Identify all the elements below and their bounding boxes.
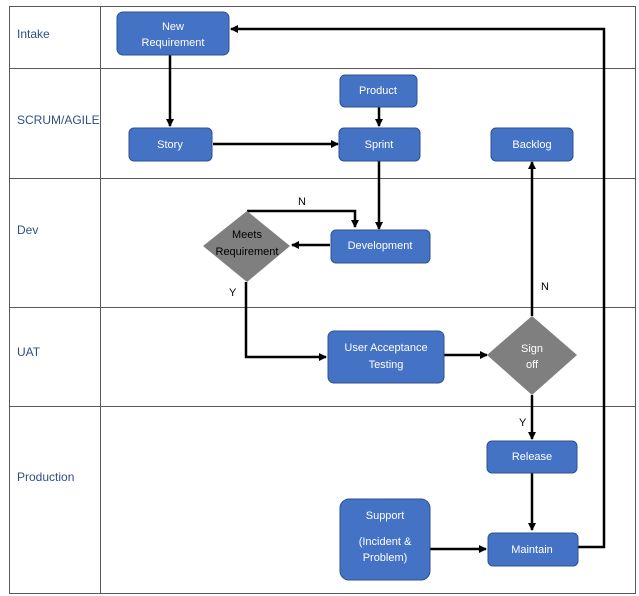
new-requirement-label-line1: New [162, 21, 184, 33]
node-release[interactable] [486, 440, 578, 474]
node-development[interactable] [330, 229, 431, 264]
arrow-maintain-to-new-requirement [230, 25, 606, 549]
diagram-border [9, 6, 636, 594]
sign-off-label-line2: off [526, 359, 539, 371]
edge-labels: N Y N Y [229, 196, 549, 429]
arrow-meets-requirement-no [247, 209, 359, 228]
connectors [166, 25, 606, 553]
product-label: Product [359, 85, 397, 97]
node-product[interactable] [339, 74, 418, 108]
process-nodes [116, 11, 579, 581]
meets-requirement-label-line1: Meets [232, 229, 262, 241]
backlog-label: Backlog [512, 139, 551, 151]
edge-label-signoff-yes: Y [519, 417, 527, 429]
support-label-line3: (Incident & [359, 536, 412, 548]
node-story[interactable] [128, 127, 213, 162]
node-maintain[interactable] [487, 532, 579, 567]
node-backlog[interactable] [490, 127, 574, 162]
decision-nodes [203, 211, 577, 395]
lane-grid [9, 6, 636, 594]
lane-label-intake: Intake [17, 27, 50, 41]
arrow-meets-requirement-yes [244, 282, 327, 361]
node-labels: New Requirement Product Story Sprint Bac… [142, 21, 553, 564]
node-new-requirement[interactable] [116, 11, 230, 56]
meets-requirement-label-line2: Requirement [216, 246, 279, 258]
uat-label-line2: Testing [369, 359, 404, 371]
lane-label-production: Production [17, 470, 74, 484]
support-label-line4: Problem) [363, 552, 408, 564]
uat-label-line1: User Acceptance [344, 342, 427, 354]
new-requirement-label-line2: Requirement [142, 37, 205, 49]
edge-label-signoff-no: N [541, 281, 549, 293]
node-sprint[interactable] [338, 127, 421, 162]
node-support[interactable] [339, 498, 431, 581]
edge-label-meets-no: N [298, 196, 306, 208]
edge-label-meets-yes: Y [229, 287, 237, 299]
decision-meets-requirement[interactable] [203, 211, 290, 282]
lane-label-dev: Dev [17, 223, 38, 237]
sprint-label: Sprint [365, 139, 394, 151]
maintain-label: Maintain [511, 544, 553, 556]
decision-sign-off[interactable] [487, 316, 577, 395]
lane-label-scrum-agile: SCRUM/AGILE [17, 113, 100, 127]
node-user-acceptance-testing[interactable] [327, 330, 445, 384]
development-label: Development [348, 240, 413, 252]
lane-labels: Intake SCRUM/AGILE Dev UAT Production [17, 27, 100, 484]
sign-off-label-line1: Sign [521, 343, 543, 355]
release-label: Release [512, 451, 552, 463]
story-label: Story [157, 139, 183, 151]
lane-label-uat: UAT [17, 345, 41, 359]
support-label-line1: Support [366, 510, 405, 522]
